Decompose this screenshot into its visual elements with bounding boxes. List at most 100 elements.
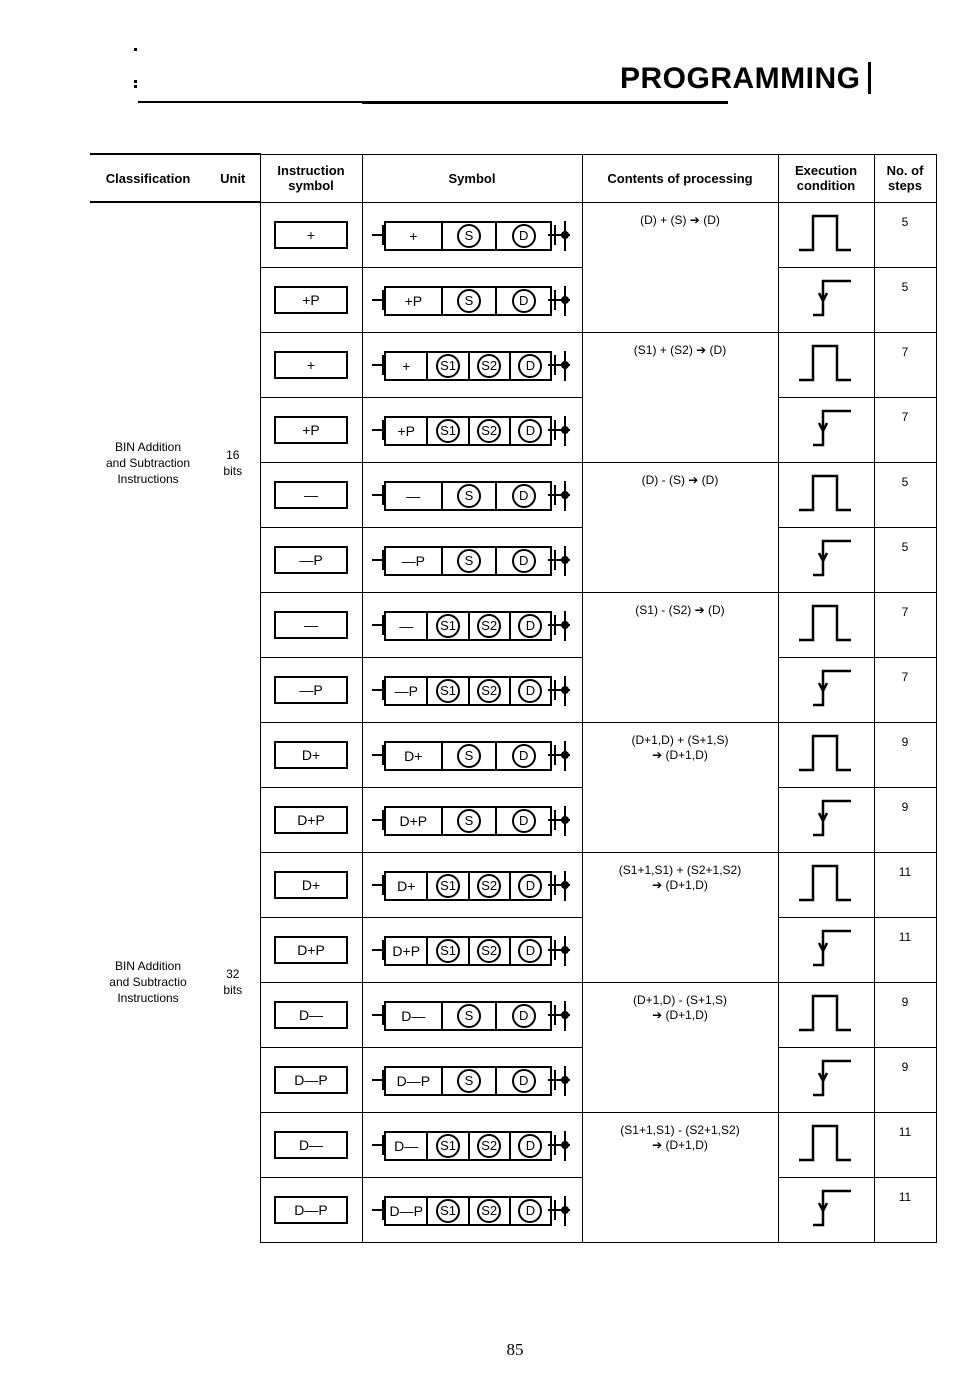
opcode-label: D—P: [396, 1072, 431, 1089]
junction-dot-icon: [561, 815, 569, 824]
classification-line: BIN Addition: [114, 439, 182, 454]
left-rail: [372, 753, 382, 756]
operand-cell: S2: [467, 417, 509, 444]
rising-edge-icon: [813, 799, 851, 837]
operand-d-icon: D: [511, 288, 536, 313]
left-contact-bar: [382, 939, 384, 960]
rising-edge-icon: [813, 1059, 851, 1097]
execution-condition-cell: [777, 917, 874, 983]
operand-s-icon: S: [456, 288, 481, 313]
instruction-symbol-cell: D+P: [259, 917, 362, 983]
right-rail: [548, 883, 570, 886]
right-rail: [548, 233, 570, 236]
steps-cell: 11: [873, 917, 937, 983]
instruction-box: D—P: [274, 1065, 348, 1094]
instruction-box: +P: [274, 415, 348, 444]
opcode-label: D+: [397, 877, 416, 894]
operand-d-icon: D: [518, 873, 543, 898]
right-contact-bar: [554, 939, 556, 960]
right-rail: [548, 558, 570, 561]
instruction-symbol-cell: +: [259, 202, 362, 268]
table-header-row: Classification Unit Instruction symbol S…: [90, 153, 937, 203]
instruction-symbol-cell: D—: [259, 982, 362, 1048]
opcode-label: D+P: [392, 942, 421, 959]
left-contact-bar: [382, 354, 384, 375]
contents-cell: (D) - (S) ➔ (D): [581, 462, 778, 593]
classification-line: BIN Addition: [114, 959, 182, 973]
opcode-label: D+P: [399, 812, 428, 829]
left-rail: [372, 1143, 382, 1146]
execution-condition-cell: [777, 202, 874, 268]
operand-cell: S1: [426, 677, 467, 704]
right-contact-bar: [554, 289, 556, 310]
operand-s-icon: S: [456, 483, 481, 508]
junction-dot-icon: [561, 945, 569, 954]
execution-condition-cell: [777, 462, 874, 528]
right-contact-bar: [554, 744, 556, 765]
left-rail: [372, 688, 382, 691]
operand-cell: S: [440, 1067, 496, 1094]
operand-cell: S2: [467, 1197, 509, 1224]
rising-edge-icon: [813, 1189, 851, 1227]
execution-condition-cell: [777, 852, 874, 918]
junction-dot-icon: [561, 360, 569, 369]
instruction-box: +P: [274, 285, 348, 314]
contents-line: (D) - (S) ➔ (D): [641, 472, 719, 487]
operand-cell: D: [508, 1132, 550, 1159]
steps-cell: 9: [873, 1047, 937, 1113]
operand-s-icon: S: [456, 743, 481, 768]
opcode-label: D—: [401, 1007, 426, 1024]
pulse-signal-icon: [799, 734, 851, 772]
instruction-box: +: [274, 350, 348, 379]
instruction-box: D—P: [274, 1195, 348, 1224]
instruction-box: D+: [274, 870, 348, 899]
contents-cell: (D) + (S) ➔ (D): [581, 202, 778, 333]
instruction-table: Classification Unit Instruction symbol S…: [90, 153, 937, 1243]
classification-line: and Subtraction: [105, 455, 191, 470]
unit-line: 16: [226, 447, 240, 462]
operand-cell: D: [495, 807, 550, 834]
operand-s1-icon: S1: [436, 353, 461, 378]
execution-condition-cell: [777, 332, 874, 398]
opcode-label: D—P: [389, 1202, 423, 1219]
rising-edge-icon: [813, 929, 851, 967]
operand-cell: S2: [467, 937, 509, 964]
header-instruction-symbol: Instruction symbol: [259, 153, 362, 203]
operand-cell: S1: [426, 417, 467, 444]
operand-d-icon: D: [511, 1068, 536, 1093]
operand-d-icon: D: [511, 1003, 536, 1028]
right-rail: [548, 493, 570, 496]
operand-cell: D: [495, 482, 550, 509]
contents-cell: (D+1,D) + (S+1,S)➔ (D+1,D): [581, 722, 778, 853]
left-contact-bar: [382, 809, 384, 830]
operand-d-icon: D: [518, 938, 543, 963]
operand-s1-icon: S1: [436, 1198, 461, 1223]
right-rail: [548, 363, 570, 366]
operand-s2-icon: S2: [477, 1133, 502, 1158]
operand-d-icon: D: [518, 613, 543, 638]
rising-edge-icon: [813, 279, 851, 317]
operand-cell: D: [508, 352, 550, 379]
junction-dot-icon: [561, 1205, 569, 1214]
steps-cell: 7: [873, 332, 937, 398]
operand-cell: S2: [467, 612, 509, 639]
